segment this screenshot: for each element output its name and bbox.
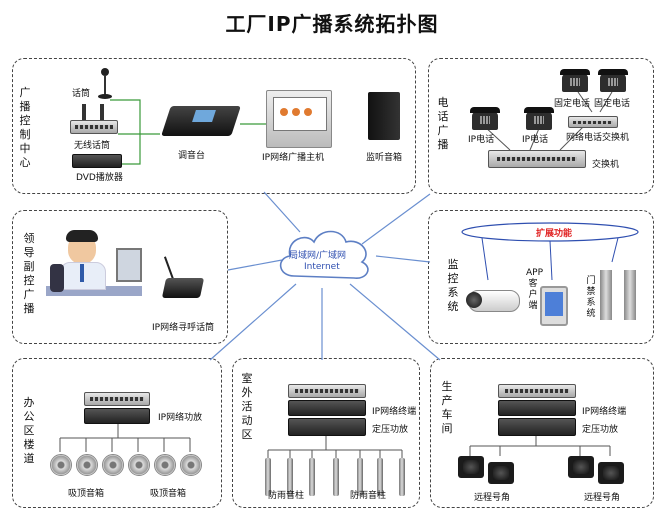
fixed-phone-2-label: 固定电话	[594, 99, 631, 109]
ip-phone-2-label: IP电话	[522, 135, 549, 145]
outdoor-terminal	[288, 400, 366, 416]
ip-phone-2-icon	[524, 107, 554, 130]
outdoor-switch	[288, 384, 366, 398]
host-label: IP网络广播主机	[262, 153, 325, 163]
rain-column-speaker-icon	[287, 458, 293, 496]
outdoor-terminal-label: IP网络终端	[372, 407, 417, 417]
workshop-horn-right-label: 远程号角	[584, 493, 621, 503]
workshop-horn-left-label: 远程号角	[474, 493, 511, 503]
network-switch	[488, 150, 586, 168]
ip-phone-1-icon	[470, 107, 500, 130]
zone-outdoor-area	[232, 358, 420, 508]
rain-column-speaker-icon	[357, 458, 363, 496]
office-label: 办公区楼道	[23, 396, 35, 465]
ceiling-speaker-icon	[128, 454, 150, 476]
tablet-icon	[540, 286, 568, 326]
office-amplifier-label: IP网络功放	[158, 413, 203, 423]
diagram-title: 工厂IP广播系统拓扑图	[225, 12, 439, 36]
camera-icon	[462, 286, 524, 316]
wireless-mic-receiver	[70, 120, 118, 134]
outdoor-label: 室外活动区	[241, 372, 253, 441]
office-switch	[84, 392, 150, 406]
workshop-terminal-label: IP网络终端	[582, 407, 627, 417]
zone-broadcast-center	[12, 58, 416, 194]
extension-label: 扩展功能	[536, 229, 573, 239]
gate-label: 门禁系统	[586, 276, 596, 319]
paging-mic-label: IP网络寻呼话筒	[152, 323, 215, 333]
ceiling-speaker-icon	[102, 454, 124, 476]
outdoor-amplifier	[288, 418, 366, 436]
mixer-icon	[160, 100, 241, 142]
ceiling-speaker-icon	[180, 454, 202, 476]
workshop-terminal	[498, 400, 576, 416]
dvd-player	[72, 154, 122, 168]
ceiling-speaker-icon	[154, 454, 176, 476]
broadcast-host-icon	[266, 90, 332, 148]
rain-column-speaker-icon	[377, 458, 383, 496]
rain-column-speaker-icon	[333, 458, 339, 496]
monitor-speaker-label: 监听音箱	[366, 153, 403, 163]
outdoor-amplifier-label: 定压功放	[372, 425, 409, 435]
workshop-switch	[498, 384, 576, 398]
ceiling-speaker-icon	[76, 454, 98, 476]
mic-label: 话筒	[72, 89, 91, 99]
broadcast-center-label: 广播控制中心	[19, 86, 31, 169]
operator-icon	[46, 226, 146, 316]
monitor-speaker-icon	[368, 92, 400, 140]
horn-speaker-icon	[598, 462, 624, 484]
workshop-amplifier	[498, 418, 576, 436]
rain-column-speaker-icon	[399, 458, 405, 496]
outdoor-speaker-left-label: 防雨音柱	[268, 491, 305, 501]
microphone-icon	[98, 68, 112, 100]
zone-workshop	[430, 358, 654, 508]
office-amplifier	[84, 408, 150, 424]
zone-phone-broadcast	[428, 58, 654, 194]
rain-column-speaker-icon	[265, 458, 271, 496]
zone-monitoring	[428, 210, 654, 344]
gate-icon	[600, 262, 636, 322]
monitoring-label: 监控系统	[447, 258, 459, 313]
phone-gateway	[568, 116, 618, 128]
horn-speaker-icon	[568, 456, 594, 478]
zone-leader-control	[12, 210, 228, 344]
ceiling-speaker-icon	[50, 454, 72, 476]
outdoor-speaker-right-label: 防雨音柱	[350, 491, 387, 501]
network-label: 局域网/广域网	[289, 251, 347, 261]
internet-label: Internet	[304, 262, 340, 272]
network-cloud-icon	[279, 230, 369, 279]
horn-speaker-icon	[458, 456, 484, 478]
fixed-phone-1-icon	[560, 69, 590, 92]
ip-phone-1-label: IP电话	[468, 135, 495, 145]
mixer-label: 调音台	[178, 151, 206, 161]
wireless-mic-icon	[80, 104, 106, 120]
gateway-label: 网络电话交换机	[566, 133, 630, 143]
rain-column-speaker-icon	[309, 458, 315, 496]
office-speaker-left-label: 吸顶音箱	[68, 489, 105, 499]
fixed-phone-1-label: 固定电话	[554, 99, 591, 109]
workshop-label: 生产车间	[441, 380, 453, 435]
zone-office-corridor	[12, 358, 222, 508]
app-label: APP客户端	[526, 268, 544, 311]
dvd-label: DVD播放器	[76, 173, 123, 183]
horn-speaker-icon	[488, 462, 514, 484]
wireless-mic-label: 无线话筒	[74, 141, 111, 151]
office-speaker-right-label: 吸顶音箱	[150, 489, 187, 499]
fixed-phone-2-icon	[598, 69, 628, 92]
leader-control-label: 领导副控广播	[23, 232, 35, 315]
phone-broadcast-label: 电话广播	[437, 96, 449, 151]
paging-mic-icon	[160, 256, 205, 304]
switch-label: 交换机	[592, 160, 620, 170]
workshop-amplifier-label: 定压功放	[582, 425, 619, 435]
